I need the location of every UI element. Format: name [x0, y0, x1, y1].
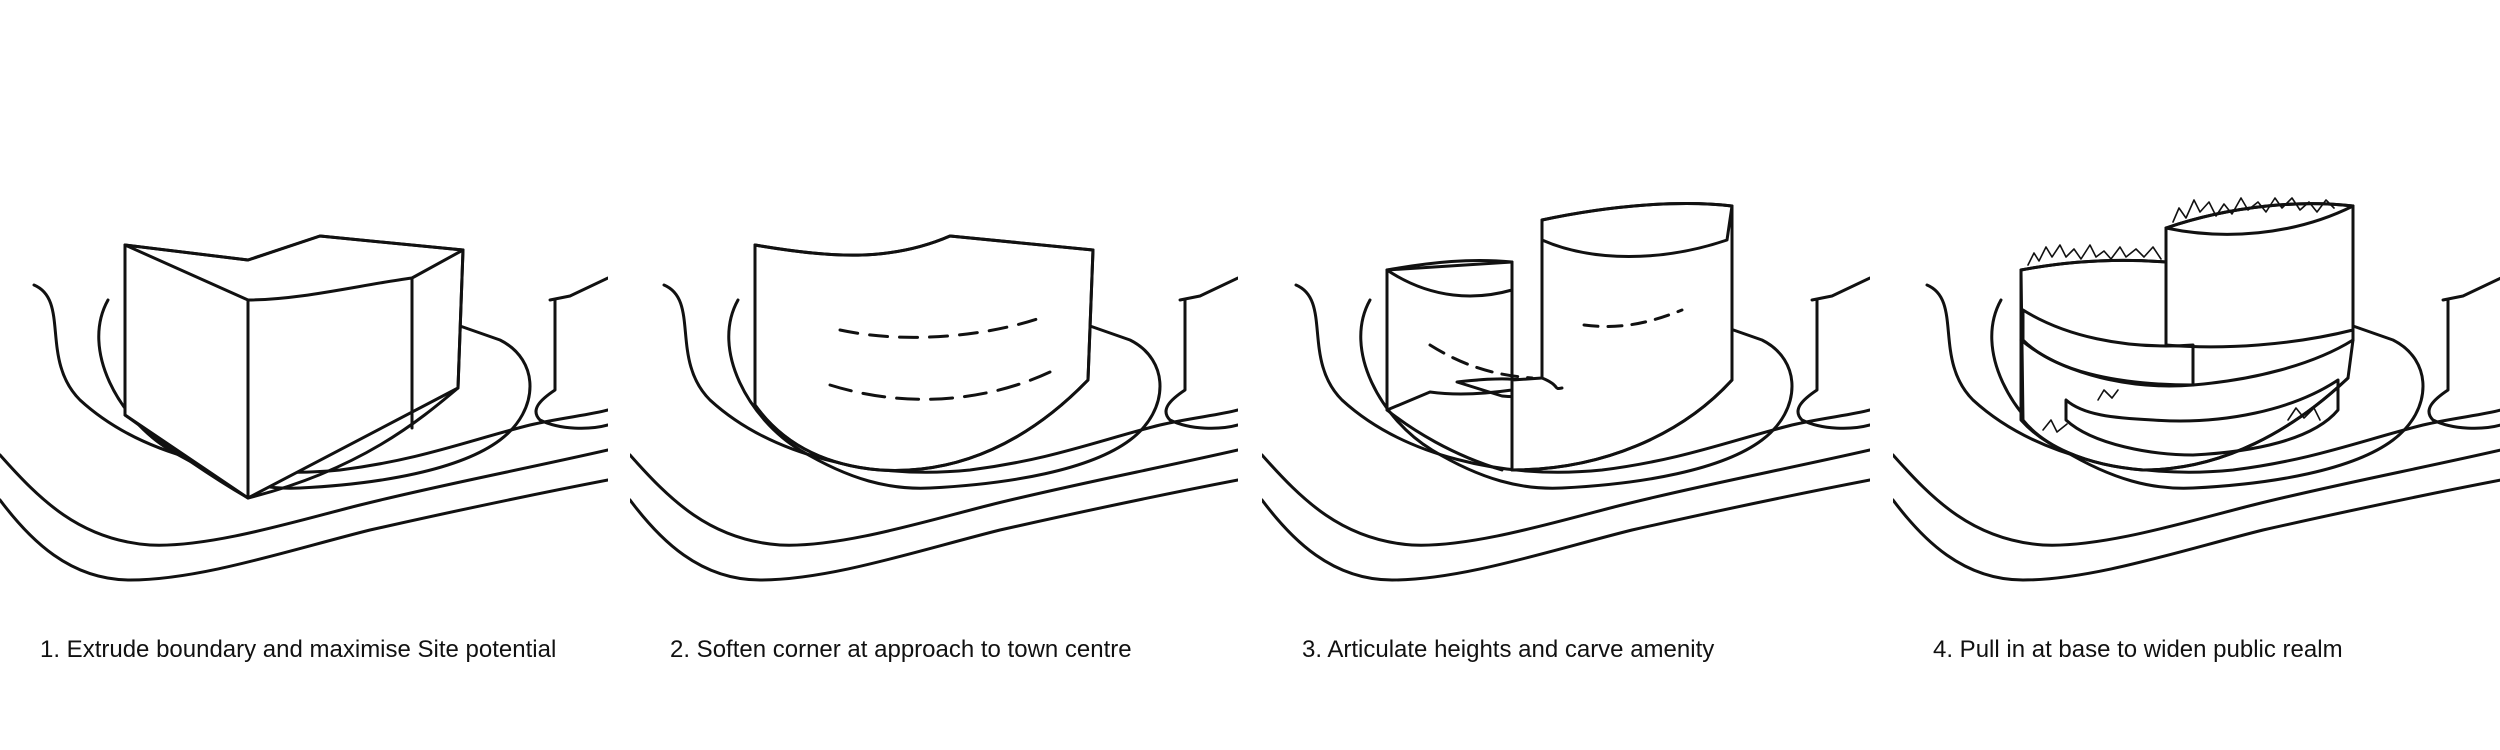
step-2-panel: 2. Soften corner at approach to town cen… — [630, 0, 1238, 750]
neighbour-building — [2427, 276, 2500, 430]
step-2-sketch — [630, 234, 1238, 582]
ground-planting — [2042, 419, 2068, 433]
step-1-caption: 1. Extrude boundary and maximise Site po… — [40, 636, 557, 663]
tall-roof-hatch — [1540, 202, 1734, 258]
roof-planting-low — [2027, 244, 2162, 266]
site-contours — [1893, 283, 2500, 582]
step-3-caption: 3. Articulate heights and carve amenity — [1302, 636, 1715, 663]
step-3-panel: 3. Articulate heights and carve amenity — [1262, 0, 1870, 750]
site-contours — [630, 283, 1238, 582]
stepped-building — [2019, 197, 2355, 472]
step-2-caption: 2. Soften corner at approach to town cen… — [670, 636, 1132, 663]
step-4-panel: 4. Pull in at base to widen public realm — [1893, 0, 2500, 750]
neighbour-building — [534, 276, 608, 430]
neighbour-building — [1796, 276, 1870, 430]
block-fill — [753, 234, 1095, 472]
site-contours — [0, 283, 608, 582]
roof-planting-high — [2172, 197, 2335, 223]
step-4-caption: 4. Pull in at base to widen public realm — [1933, 636, 2343, 663]
step-1-sketch — [0, 234, 608, 582]
extruded-block — [123, 234, 465, 500]
tall-block — [1510, 202, 1734, 472]
low-roof-hatch — [1385, 258, 1514, 298]
step-1-panel: 1. Extrude boundary and maximise Site po… — [0, 0, 608, 750]
step-4-sketch — [1893, 197, 2500, 582]
softened-block — [753, 234, 1095, 472]
recessed-base-hatch — [2064, 378, 2340, 457]
site-contours — [1262, 283, 1870, 582]
step-3-sketch — [1262, 202, 1870, 582]
neighbour-building — [1164, 276, 1238, 430]
